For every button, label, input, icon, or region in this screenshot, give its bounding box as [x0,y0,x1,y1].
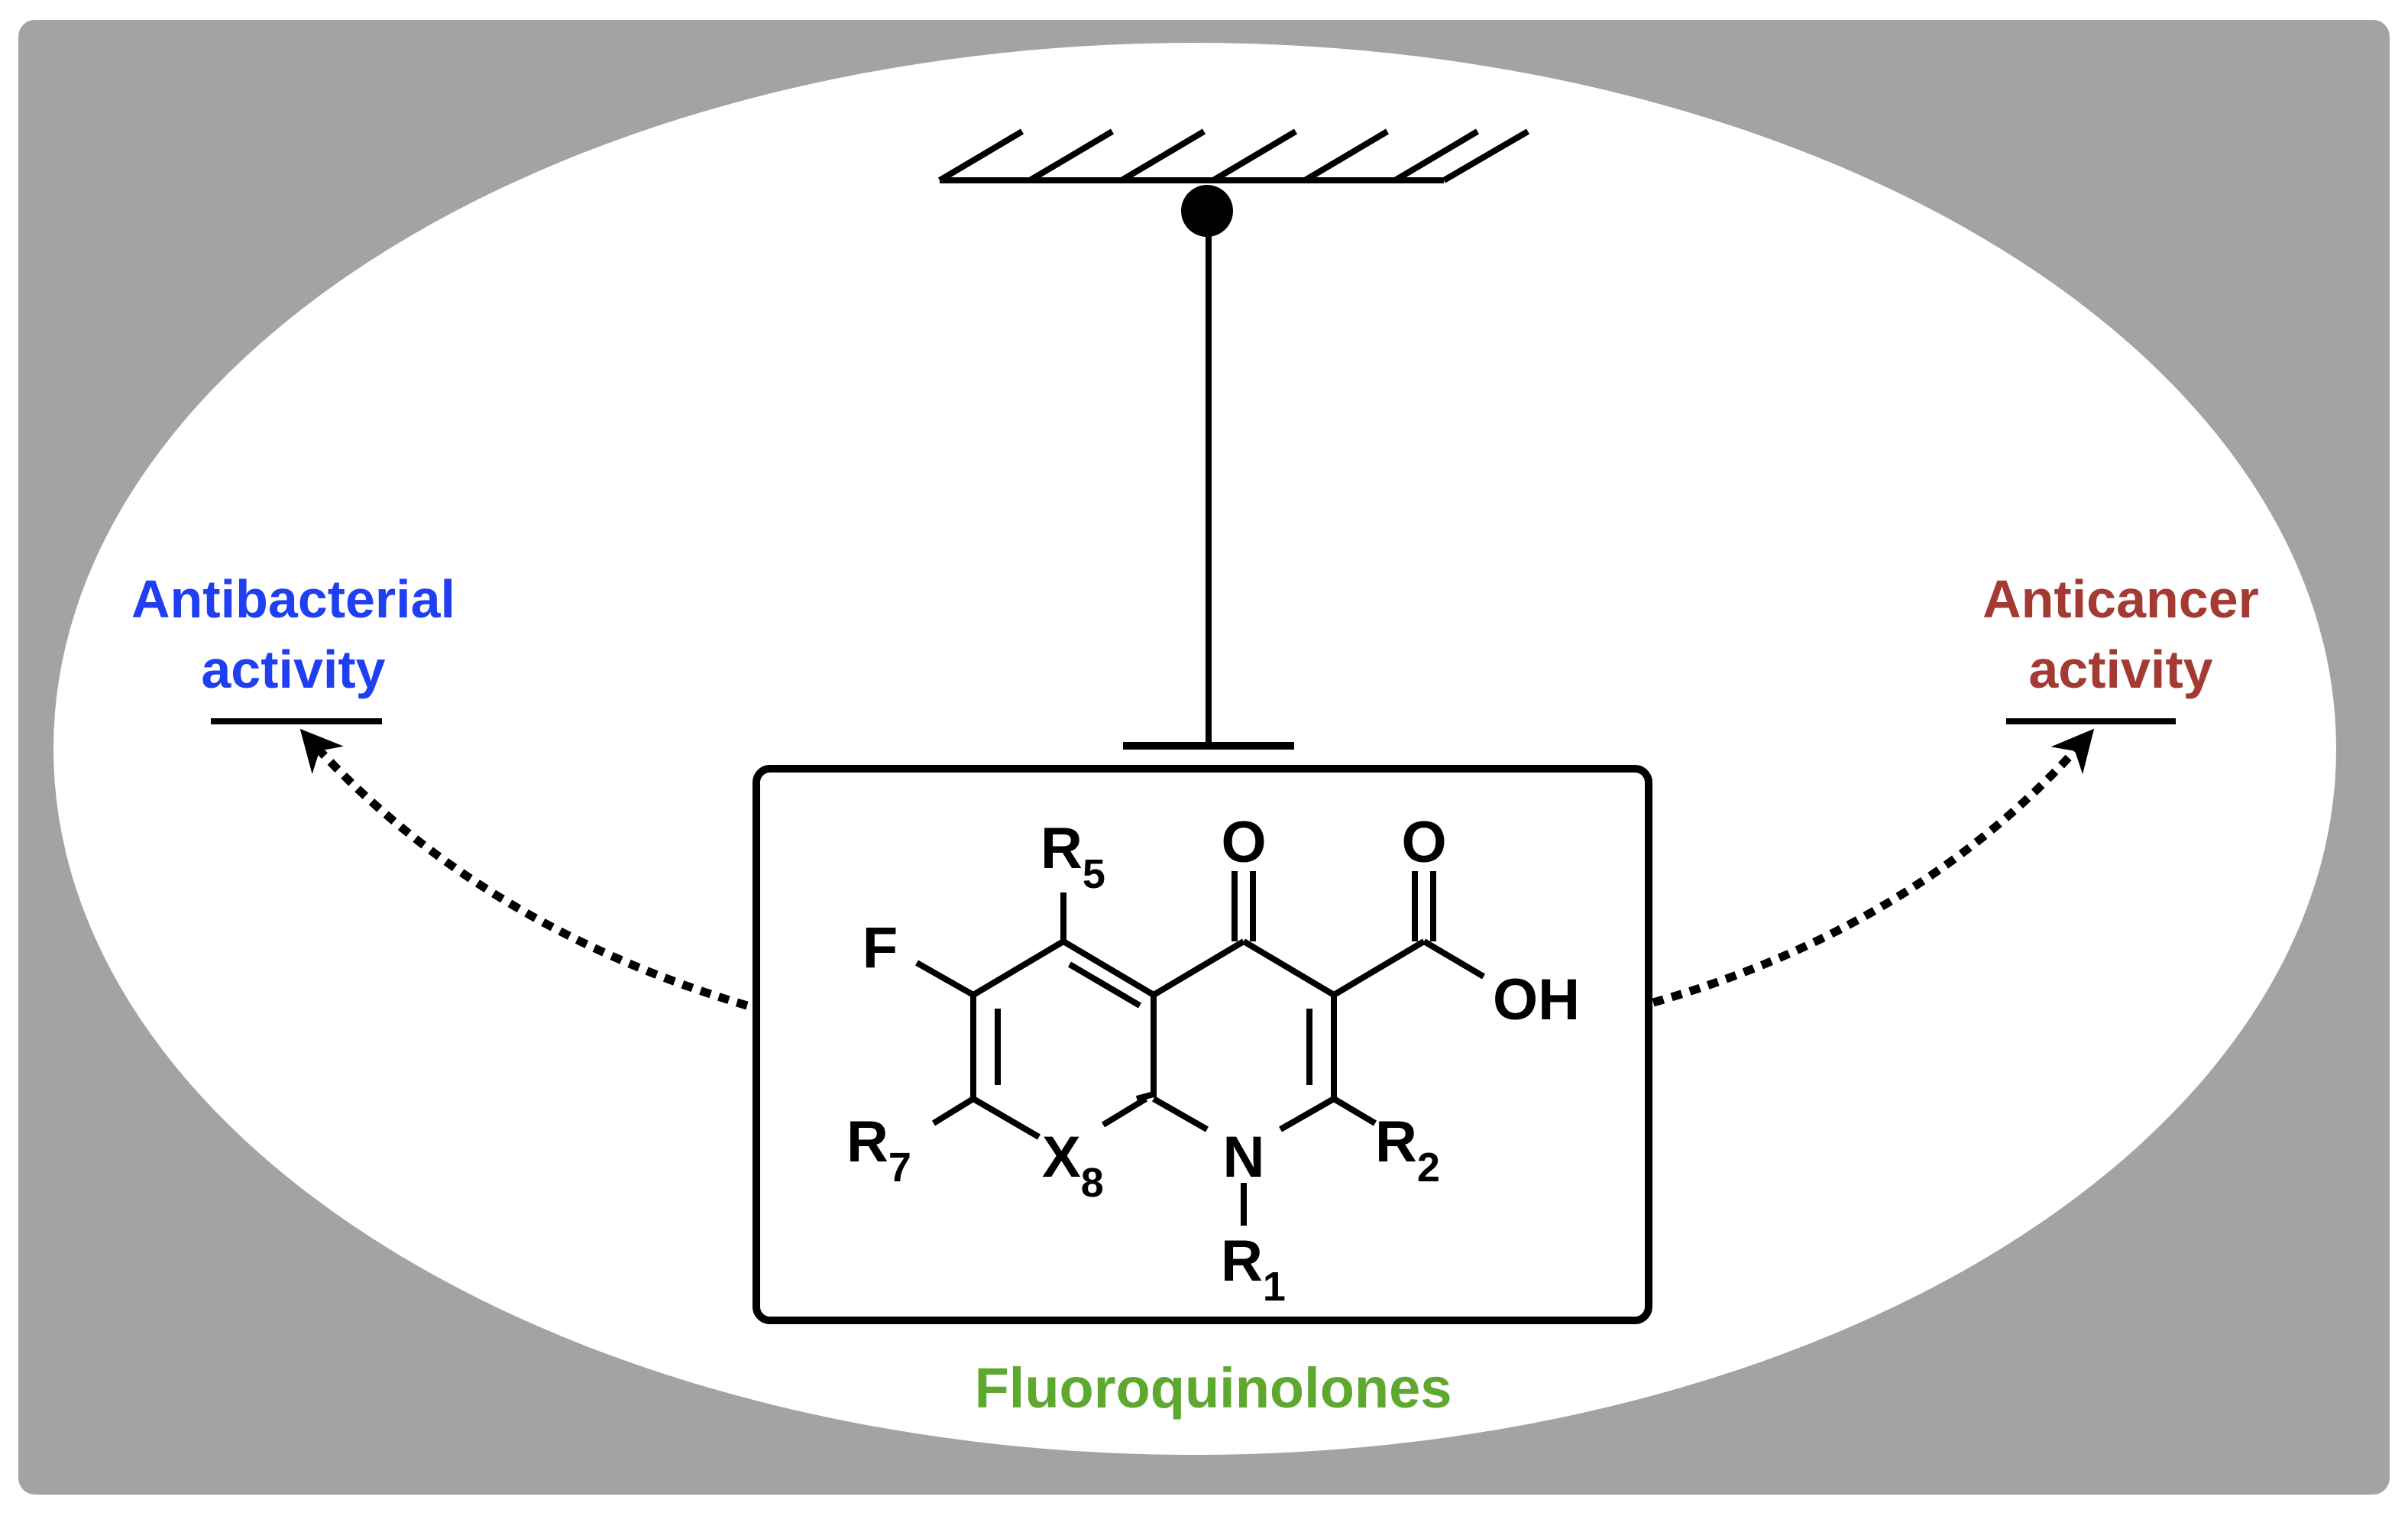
pivot-icon [1181,185,1233,237]
atom-R5: R5 [1041,816,1105,897]
atom-R2: R2 [1375,1109,1440,1190]
atom-X8: X8 [1042,1125,1104,1206]
atom-N: N [1223,1125,1265,1190]
antibacterial-label-line2: activity [201,640,385,699]
atom-O-ketone: O [1221,810,1266,875]
fluoroquinolones-label: Fluoroquinolones [975,1356,1452,1420]
dotted-arrow-icon [1652,728,2095,1007]
quinolone-bonds [915,871,1486,1226]
anticancer-label-line2: activity [2028,640,2212,699]
antibacterial-label-line1: Antibacterial [131,569,455,629]
atom-OH: OH [1493,967,1580,1032]
atom-O-acid: O [1401,810,1446,875]
molecule-box [752,765,1652,1324]
anticancer-label-line1: Anticancer [1982,569,2259,629]
fixed-support-icon [937,128,1530,183]
atom-F: F [863,915,898,980]
atom-R1: R1 [1221,1229,1286,1310]
atom-R7: R7 [846,1109,911,1190]
dotted-arrow-icon [299,728,749,1010]
